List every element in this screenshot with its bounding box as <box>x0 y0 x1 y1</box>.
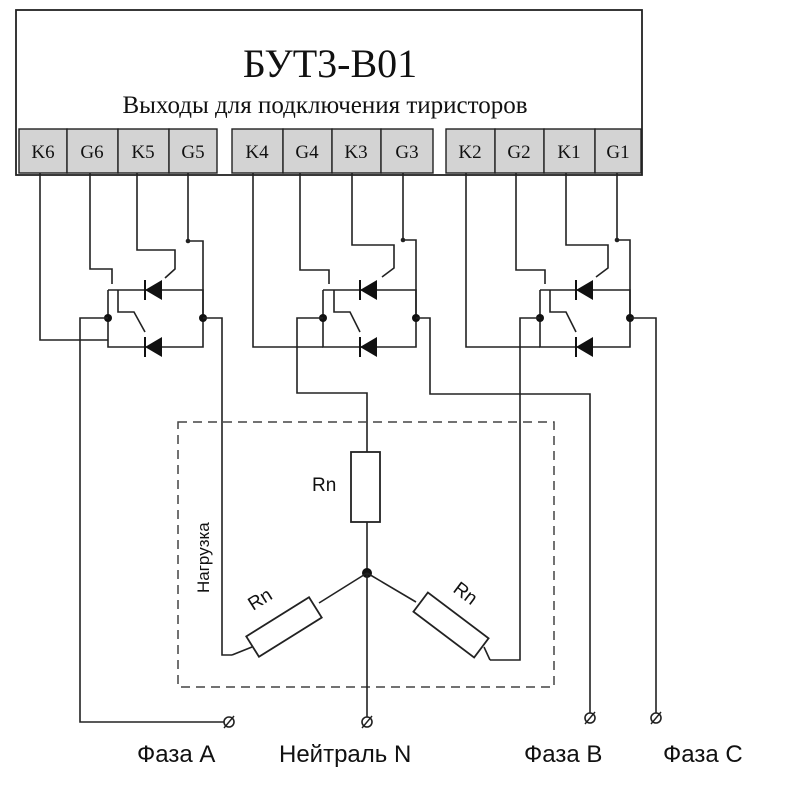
load-boundary <box>177 421 555 688</box>
output-terminals: Фаза А Нейтраль N Фаза В Фаза С <box>137 711 743 768</box>
terminal-g5: G5 <box>181 142 204 163</box>
terminal-neutral <box>361 715 373 729</box>
label-phase-a: Фаза А <box>137 741 215 768</box>
terminal-labels: K6 G6 K5 G5 K4 G4 K3 G3 K2 G2 K1 G1 <box>31 142 629 163</box>
label-phase-c: Фаза С <box>663 741 743 768</box>
terminal-phase-a <box>223 715 235 729</box>
terminal-block-2 <box>231 128 434 174</box>
resistor-left-label: Rn <box>245 585 277 616</box>
resistor-top-label: Rn <box>312 475 336 496</box>
terminal-k6: K6 <box>31 142 54 163</box>
terminal-k1: K1 <box>557 142 580 163</box>
device-title: БУТ3-В01 <box>243 41 417 86</box>
terminal-phase-c <box>650 711 662 725</box>
load-star: Rn Rn Rn Нагрузка <box>177 421 555 717</box>
terminal-block-1 <box>18 128 218 174</box>
terminal-block-3 <box>445 128 642 174</box>
terminal-g6: G6 <box>80 142 103 163</box>
terminal-g3: G3 <box>395 142 418 163</box>
terminal-k2: K2 <box>458 142 481 163</box>
device-subtitle: Выходы для подключения тиристоров <box>122 92 527 119</box>
load-label: Нагрузка <box>194 522 213 593</box>
thyristor-pair-a <box>39 173 207 357</box>
thyristor-pair-c <box>465 173 634 357</box>
terminal-k4: K4 <box>245 142 269 163</box>
resistor-top <box>350 451 381 523</box>
terminal-k5: K5 <box>131 142 154 163</box>
label-phase-b: Фаза В <box>524 741 602 768</box>
label-neutral: Нейтраль N <box>279 741 411 768</box>
terminal-g2: G2 <box>507 142 530 163</box>
terminal-phase-b <box>584 711 596 725</box>
resistor-right <box>412 591 490 659</box>
terminal-k3: K3 <box>344 142 367 163</box>
resistor-left <box>245 595 323 659</box>
thyristor-pair-b <box>252 173 420 357</box>
resistor-right-label: Rn <box>449 578 481 609</box>
power-wires <box>79 317 657 723</box>
terminal-g4: G4 <box>295 142 319 163</box>
terminal-g1: G1 <box>606 142 629 163</box>
